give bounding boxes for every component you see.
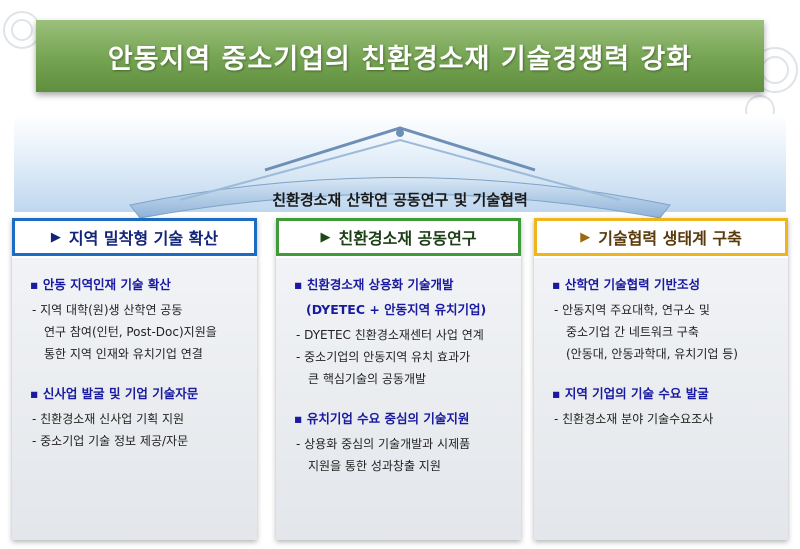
section-line: (안동대, 안동과학대, 유치기업 등) [566, 347, 738, 361]
triangle-right-icon: ▶ [580, 229, 591, 245]
column-heading: ▶ 친환경소재 공동연구 [276, 218, 521, 256]
section-title: ▪ 신사업 발굴 및 기업 기술자문 [30, 386, 199, 401]
column-ecosystem: ▶ 기술협력 생태계 구축 ▪ 산학연 기술협력 기반조성 - 안동지역 주요대… [534, 218, 788, 540]
section-line: - 상용화 중심의 기술개발과 시제품 [296, 437, 471, 451]
column-body: ▪ 안동 지역인재 기술 확산 - 지역 대학(원)생 산학연 공동 연구 참여… [12, 258, 257, 540]
column-joint-research: ▶ 친환경소재 공동연구 ▪ 친환경소재 상용화 기술개발 (DYETEC + … [276, 218, 521, 540]
column-heading-label: 기술협력 생태계 구축 [598, 229, 742, 248]
section-line: - 친환경소재 분야 기술수요조사 [554, 412, 714, 426]
canopy-label: 친환경소재 산학연 공동연구 및 기술협력 [272, 191, 528, 209]
triangle-right-icon: ▶ [320, 229, 331, 245]
section-title: ▪ 안동 지역인재 기술 확산 [30, 277, 171, 292]
section-line: - 중소기업의 안동지역 유치 효과가 [296, 350, 471, 364]
section-line: - 지역 대학(원)생 산학연 공동 [32, 303, 183, 317]
column-body: ▪ 친환경소재 상용화 기술개발 (DYETEC + 안동지역 유치기업) - … [276, 258, 521, 540]
section-line: 큰 핵심기술의 공동개발 [308, 372, 427, 386]
page-title: 안동지역 중소기업의 친환경소재 기술경쟁력 강화 [36, 20, 764, 92]
section-line: 연구 참여(인턴, Post-Doc)지원을 [44, 325, 217, 339]
section-line: - 중소기업 기술 정보 제공/자문 [32, 434, 189, 448]
section-line: 중소기업 간 네트워크 구축 [566, 325, 699, 339]
triangle-right-icon: ▶ [50, 229, 61, 245]
roof-arch [129, 126, 671, 219]
section-title: ▪ 친환경소재 상용화 기술개발 [294, 277, 454, 292]
column-heading-label: 친환경소재 공동연구 [338, 229, 477, 248]
column-heading: ▶ 지역 밀착형 기술 확산 [12, 218, 257, 256]
section-line: 통한 지역 인재와 유치기업 연결 [44, 347, 203, 361]
column-heading-label: 지역 밀착형 기술 확산 [68, 229, 219, 248]
column-local-tech-diffusion: ▶ 지역 밀착형 기술 확산 ▪ 안동 지역인재 기술 확산 - 지역 대학(원… [12, 218, 257, 540]
section-line: - DYETEC 친환경소재센터 사업 연계 [296, 328, 484, 342]
section-line: - 안동지역 주요대학, 연구소 및 [554, 303, 710, 317]
column-heading: ▶ 기술협력 생태계 구축 [534, 218, 788, 256]
section-title: ▪ 지역 기업의 기술 수요 발굴 [552, 386, 709, 401]
section-subtitle: (DYETEC + 안동지역 유치기업) [306, 302, 487, 317]
section-line: 지원을 통한 성과창출 지원 [308, 459, 441, 473]
column-body: ▪ 산학연 기술협력 기반조성 - 안동지역 주요대학, 연구소 및 중소기업 … [534, 258, 788, 540]
section-title: ▪ 산학연 기술협력 기반조성 [552, 277, 701, 292]
section-line: - 친환경소재 신사업 기획 지원 [32, 412, 185, 426]
section-title: ▪ 유치기업 수요 중심의 기술지원 [294, 411, 470, 426]
